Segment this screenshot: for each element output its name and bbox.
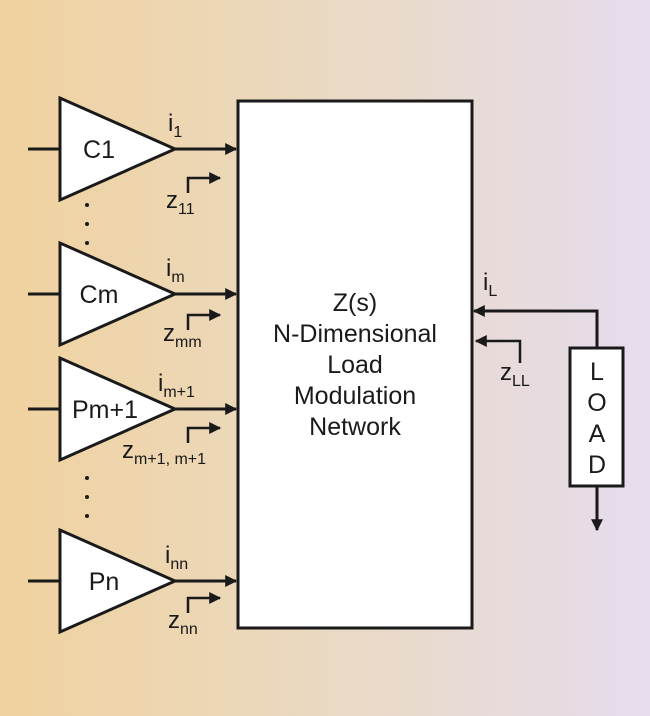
- load-branch: iL zLL L O A D: [472, 269, 625, 532]
- amplifier-label: C1: [83, 136, 115, 164]
- load-letter-d: D: [588, 451, 606, 479]
- amplifier-label: Pm+1: [72, 396, 138, 424]
- impedance-label: znn: [168, 607, 198, 638]
- load-box: [568, 346, 625, 488]
- network-label-zs: Z(s): [333, 289, 377, 317]
- load-letter-o: O: [587, 389, 606, 417]
- amplifier-pn: Pn inn znn: [28, 527, 238, 638]
- network-label-ndim: N-Dimensional: [273, 320, 437, 348]
- current-label: im+1: [158, 370, 195, 401]
- current-label: im: [166, 255, 185, 286]
- amplifier-label: Cm: [80, 281, 119, 309]
- impedance-label: zm+1, m+1: [122, 437, 206, 468]
- load-letter-l: L: [590, 358, 604, 386]
- network-label-load: Load: [327, 351, 383, 379]
- amplifier-c1: C1 i1 z11: [28, 95, 238, 218]
- network-label-modulation: Modulation: [294, 382, 416, 410]
- amplifier-label: Pn: [89, 568, 120, 596]
- load-impedance-label: zLL: [500, 359, 530, 390]
- load-letter-a: A: [589, 420, 606, 448]
- network-label-network: Network: [309, 413, 401, 441]
- ellipsis-dots-top: [85, 203, 89, 245]
- amplifier-cm: Cm im zmm: [28, 240, 238, 351]
- current-label: inn: [165, 542, 188, 573]
- amplifier-pm1: Pm+1 im+1 zm+1, m+1: [28, 355, 238, 468]
- impedance-label: z11: [166, 187, 195, 218]
- current-label: i1: [168, 110, 182, 141]
- impedance-label: zmm: [163, 320, 202, 351]
- load-current-label: iL: [483, 269, 497, 300]
- ellipsis-dots-bottom: [85, 476, 89, 518]
- network-box: [236, 99, 474, 630]
